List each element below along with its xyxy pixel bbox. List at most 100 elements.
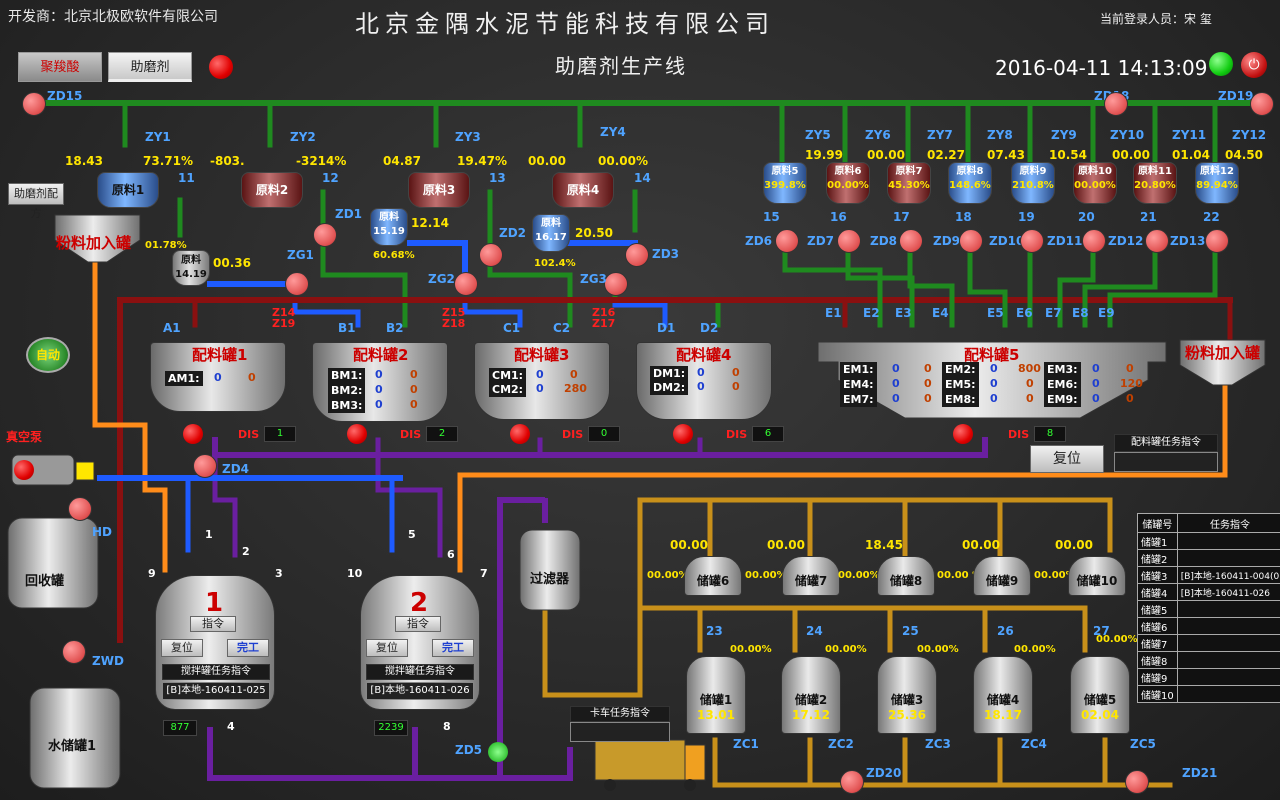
- mix1-row1-b: 0: [248, 371, 256, 384]
- label-zd21: ZD21: [1182, 766, 1218, 780]
- truck-icon[interactable]: [600, 748, 680, 772]
- table-row[interactable]: 储罐9: [1137, 668, 1280, 686]
- storage10-value: 00.00: [1055, 538, 1093, 552]
- table-row[interactable]: 储罐10: [1137, 685, 1280, 703]
- pump-zg3-icon[interactable]: [604, 272, 628, 296]
- table-row[interactable]: 储罐5: [1137, 600, 1280, 618]
- raw-tank-2[interactable]: 原料2: [241, 172, 303, 208]
- powder-funnel-left[interactable]: 粉料加入罐: [56, 234, 132, 252]
- pump-zg2-icon[interactable]: [454, 272, 478, 296]
- table-row[interactable]: 储罐3[B]本地-160411-004(0: [1137, 566, 1280, 584]
- filter[interactable]: 过滤器: [530, 572, 570, 587]
- reactor-2-cmd-button[interactable]: 指令: [395, 616, 441, 632]
- pump-zd21-icon[interactable]: [1125, 770, 1149, 794]
- pump-zg1-icon[interactable]: [285, 272, 309, 296]
- raw-tank-1[interactable]: 原料1: [97, 172, 159, 208]
- pump-zd15-icon[interactable]: [22, 92, 46, 116]
- agitator-4-icon[interactable]: [673, 424, 693, 444]
- label-zy5: ZY5: [805, 128, 831, 142]
- mid2-pct: 60.68%: [373, 250, 415, 261]
- mix4-row2-label: DM2:: [650, 380, 689, 395]
- raw-tank-mid-3[interactable]: 原料 16.17: [532, 214, 570, 252]
- reactor-1-task-value[interactable]: [B]本地-160411-025: [162, 682, 270, 700]
- mix-task-value[interactable]: [1114, 452, 1218, 472]
- pump-zd7-icon[interactable]: [837, 229, 861, 253]
- raw7-no: 17: [893, 210, 910, 224]
- tab-polycarboxylate[interactable]: 聚羧酸: [18, 52, 102, 82]
- pump-zd10-icon[interactable]: [1020, 229, 1044, 253]
- pump-zd12-icon[interactable]: [1145, 229, 1169, 253]
- raw-tank-4[interactable]: 原料4: [552, 172, 614, 208]
- pump-zd4-icon[interactable]: [193, 454, 217, 478]
- mix4-row2-a: 0: [697, 380, 705, 393]
- pump-zd8-icon[interactable]: [899, 229, 923, 253]
- mix-task-title: 配料罐任务指令: [1114, 434, 1218, 452]
- auto-button[interactable]: 自动: [26, 337, 70, 373]
- agitator-1-icon[interactable]: [183, 424, 203, 444]
- mid1-pct: 01.78%: [145, 240, 187, 251]
- reactor-1-reset-button[interactable]: 复位: [161, 639, 203, 657]
- storage-tank-9[interactable]: 储罐9: [973, 556, 1031, 596]
- storage-tank-7[interactable]: 储罐7: [782, 556, 840, 596]
- raw-tank-mid-1[interactable]: 原料 14.19: [172, 250, 210, 286]
- reactor-2-task-value[interactable]: [B]本地-160411-026: [366, 682, 474, 700]
- table-row[interactable]: 储罐1: [1137, 532, 1280, 550]
- pump-zd13-icon[interactable]: [1205, 229, 1229, 253]
- raw-tank-3[interactable]: 原料3: [408, 172, 470, 208]
- pump-zd11-icon[interactable]: [1082, 229, 1106, 253]
- pump-zd3-icon[interactable]: [625, 243, 649, 267]
- powder-funnel-right[interactable]: 粉料加入罐: [1185, 344, 1261, 362]
- pump-zd2-icon[interactable]: [479, 243, 503, 267]
- dis5-label: DIS: [1008, 428, 1030, 441]
- storage-tank-10[interactable]: 储罐10: [1068, 556, 1126, 596]
- table-row[interactable]: 储罐4[B]本地-160411-026: [1137, 583, 1280, 601]
- reactor-1-done-button[interactable]: 完工: [227, 639, 269, 657]
- water-tank[interactable]: 水储罐1: [48, 739, 97, 754]
- pump-zd6-icon[interactable]: [775, 229, 799, 253]
- recover-tank[interactable]: 回收罐: [25, 574, 65, 589]
- pump-zd20-icon[interactable]: [840, 770, 864, 794]
- reactor-1-cmd-button[interactable]: 指令: [190, 616, 236, 632]
- table-row[interactable]: 储罐7: [1137, 634, 1280, 652]
- formula-button[interactable]: 助磨剂配方: [8, 183, 64, 220]
- pump-zd18-icon[interactable]: [1104, 92, 1128, 116]
- vacuum-pump-icon[interactable]: [14, 460, 34, 480]
- table-row[interactable]: 储罐2: [1137, 549, 1280, 567]
- agitator-3-icon[interactable]: [510, 424, 530, 444]
- agitator-2-icon[interactable]: [347, 424, 367, 444]
- table-row[interactable]: 储罐8: [1137, 651, 1280, 669]
- reactor-2-reset-button[interactable]: 复位: [366, 639, 408, 657]
- pump-zd19-icon[interactable]: [1250, 92, 1274, 116]
- pump-hd-icon[interactable]: [68, 497, 92, 521]
- storage-tank-8[interactable]: 储罐8: [877, 556, 935, 596]
- raw-tank-mid-2[interactable]: 原料 15.19: [370, 208, 408, 246]
- label-zc4: ZC4: [1021, 737, 1047, 751]
- table-cell: [1176, 634, 1280, 652]
- power-icon[interactable]: ⏻: [1241, 52, 1267, 78]
- pump-zwd-icon[interactable]: [62, 640, 86, 664]
- port-c2: C2: [553, 321, 571, 335]
- reset-button[interactable]: 复位: [1030, 445, 1104, 473]
- pump-zd1-icon[interactable]: [313, 223, 337, 247]
- pump-zd9-icon[interactable]: [959, 229, 983, 253]
- reactor-2-done-button[interactable]: 完工: [432, 639, 474, 657]
- pump-zd5-icon[interactable]: [488, 742, 508, 762]
- tab-grinding-aid[interactable]: 助磨剂: [108, 52, 192, 82]
- table-row[interactable]: 储罐6: [1137, 617, 1280, 635]
- agitator-5-icon[interactable]: [953, 424, 973, 444]
- truck-task-value[interactable]: [570, 722, 670, 742]
- storage-tank-6[interactable]: 储罐6: [684, 556, 742, 596]
